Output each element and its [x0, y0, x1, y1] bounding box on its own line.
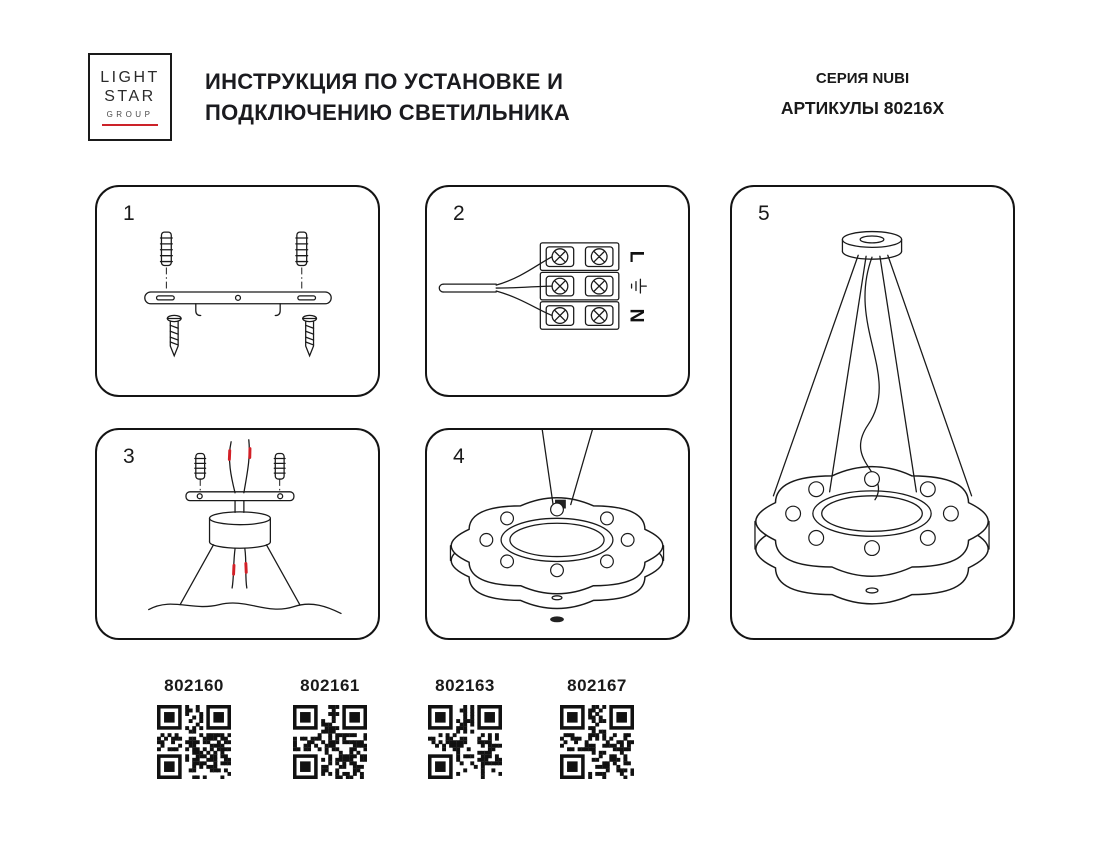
step-panel-2: 2 — [425, 185, 690, 397]
step-number-4: 4 — [453, 445, 465, 468]
title-line-2: ПОДКЛЮЧЕНИЮ СВЕТИЛЬНИКА — [205, 100, 571, 125]
wires-into-canopy — [234, 500, 245, 514]
lightstar-logo: LIGHT STAR GROUP — [88, 53, 172, 141]
inner-ring-outer — [500, 517, 614, 563]
product-item: 802163 — [405, 676, 525, 779]
wall-anchor-icon — [295, 231, 309, 291]
assembled-chandelier-diagram — [754, 230, 990, 605]
article-number: 802161 — [300, 676, 360, 695]
power-cord — [860, 256, 880, 501]
power-cable — [438, 256, 553, 317]
wall-anchor-icon — [159, 231, 173, 291]
screw-icon — [302, 314, 318, 358]
screw-icon — [166, 314, 182, 358]
wall-anchor-icon — [273, 452, 286, 491]
qr-code — [428, 705, 502, 779]
product-item: 802161 — [270, 676, 390, 779]
inner-ring-inner — [821, 495, 923, 532]
fixture-top-surface — [148, 602, 342, 615]
qr-code — [560, 705, 634, 779]
logo-word-light: LIGHT — [100, 69, 160, 86]
neutral-label: N — [626, 308, 648, 322]
article-number: 802160 — [164, 676, 224, 695]
frame-side-edges — [449, 545, 665, 562]
inner-ring-inner — [509, 522, 605, 558]
canopy-mounting-diagram — [148, 439, 342, 615]
step-number-1: 1 — [123, 202, 135, 225]
bottom-connector — [550, 616, 564, 623]
logo-word-star: STAR — [104, 88, 156, 105]
wiring-labels: L N — [626, 251, 648, 323]
cloud-frame-diagram — [449, 430, 665, 623]
step-number-2: 2 — [453, 202, 465, 225]
mounting-plate-diagram — [144, 231, 332, 358]
front-hole — [551, 595, 563, 601]
step-panel-5: 5 — [730, 185, 1015, 640]
article-number: 802163 — [435, 676, 495, 695]
step-panel-4: 4 — [425, 428, 690, 640]
product-item: 802160 — [134, 676, 254, 779]
suspension-cone — [179, 544, 301, 606]
hanging-hooks — [195, 303, 281, 317]
ceiling-canopy — [841, 230, 903, 260]
ceiling-plate — [185, 491, 295, 502]
mounting-plate — [144, 291, 332, 317]
frame-side-edges — [754, 520, 990, 550]
step-number-5: 5 — [758, 202, 770, 225]
suspension-cables — [541, 430, 593, 506]
logo-red-bar — [102, 124, 158, 126]
product-item: 802167 — [537, 676, 657, 779]
lobe-holes — [479, 502, 635, 578]
qr-code — [157, 705, 231, 779]
wall-anchor-icon — [194, 452, 207, 491]
series-block: СЕРИЯ NUBI АРТИКУЛЫ 80216X — [740, 70, 985, 119]
line-label: L — [626, 251, 648, 263]
step-panel-1: 1 — [95, 185, 380, 397]
step-number-3: 3 — [123, 445, 135, 468]
hanging-wires — [231, 548, 248, 589]
articles-label: АРТИКУЛЫ 80216X — [780, 98, 945, 118]
step-panel-3: 3 — [95, 428, 380, 640]
qr-code — [293, 705, 367, 779]
front-hole — [865, 587, 879, 594]
logo-word-group: GROUP — [106, 110, 154, 119]
article-number: 802167 — [567, 676, 627, 695]
suspension-cables — [772, 254, 973, 497]
canopy-cup — [208, 511, 272, 549]
page-title: ИНСТРУКЦИЯ ПО УСТАНОВКЕ И ПОДКЛЮЧЕНИЮ СВ… — [205, 66, 570, 128]
wiring-diagram: L N — [438, 242, 648, 330]
supply-wires — [227, 439, 252, 494]
earth-ground-icon — [630, 278, 647, 294]
series-name: СЕРИЯ NUBI — [815, 70, 910, 87]
lobe-holes — [785, 471, 959, 557]
title-line-1: ИНСТРУКЦИЯ ПО УСТАНОВКЕ И — [205, 69, 564, 94]
terminal-block — [539, 242, 620, 330]
inner-ring-outer — [812, 490, 932, 537]
